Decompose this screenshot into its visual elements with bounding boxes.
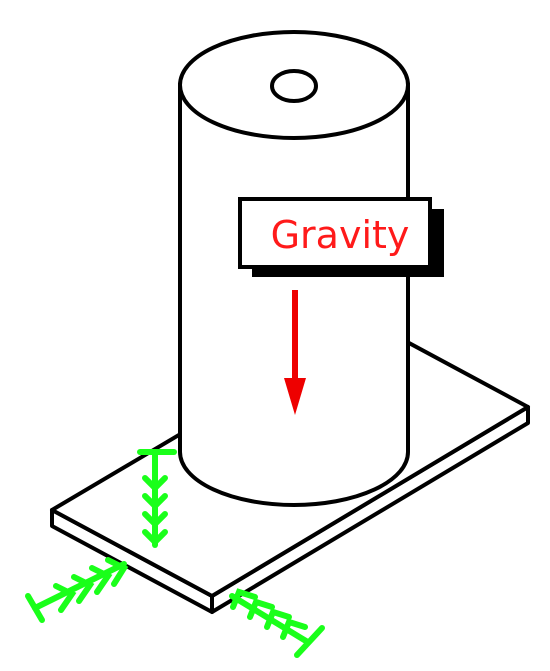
gravity-label-text: Gravity [271,213,410,257]
cylinder-hole [270,69,318,103]
gravity-label-box [238,197,432,269]
fixed-support-icon-right [229,588,325,658]
fixed-support-icon-vertical [137,449,177,548]
fixed-support-icon-left [25,557,129,623]
gravity-label: Gravity [238,197,444,277]
down-arrow-icon [284,290,306,415]
